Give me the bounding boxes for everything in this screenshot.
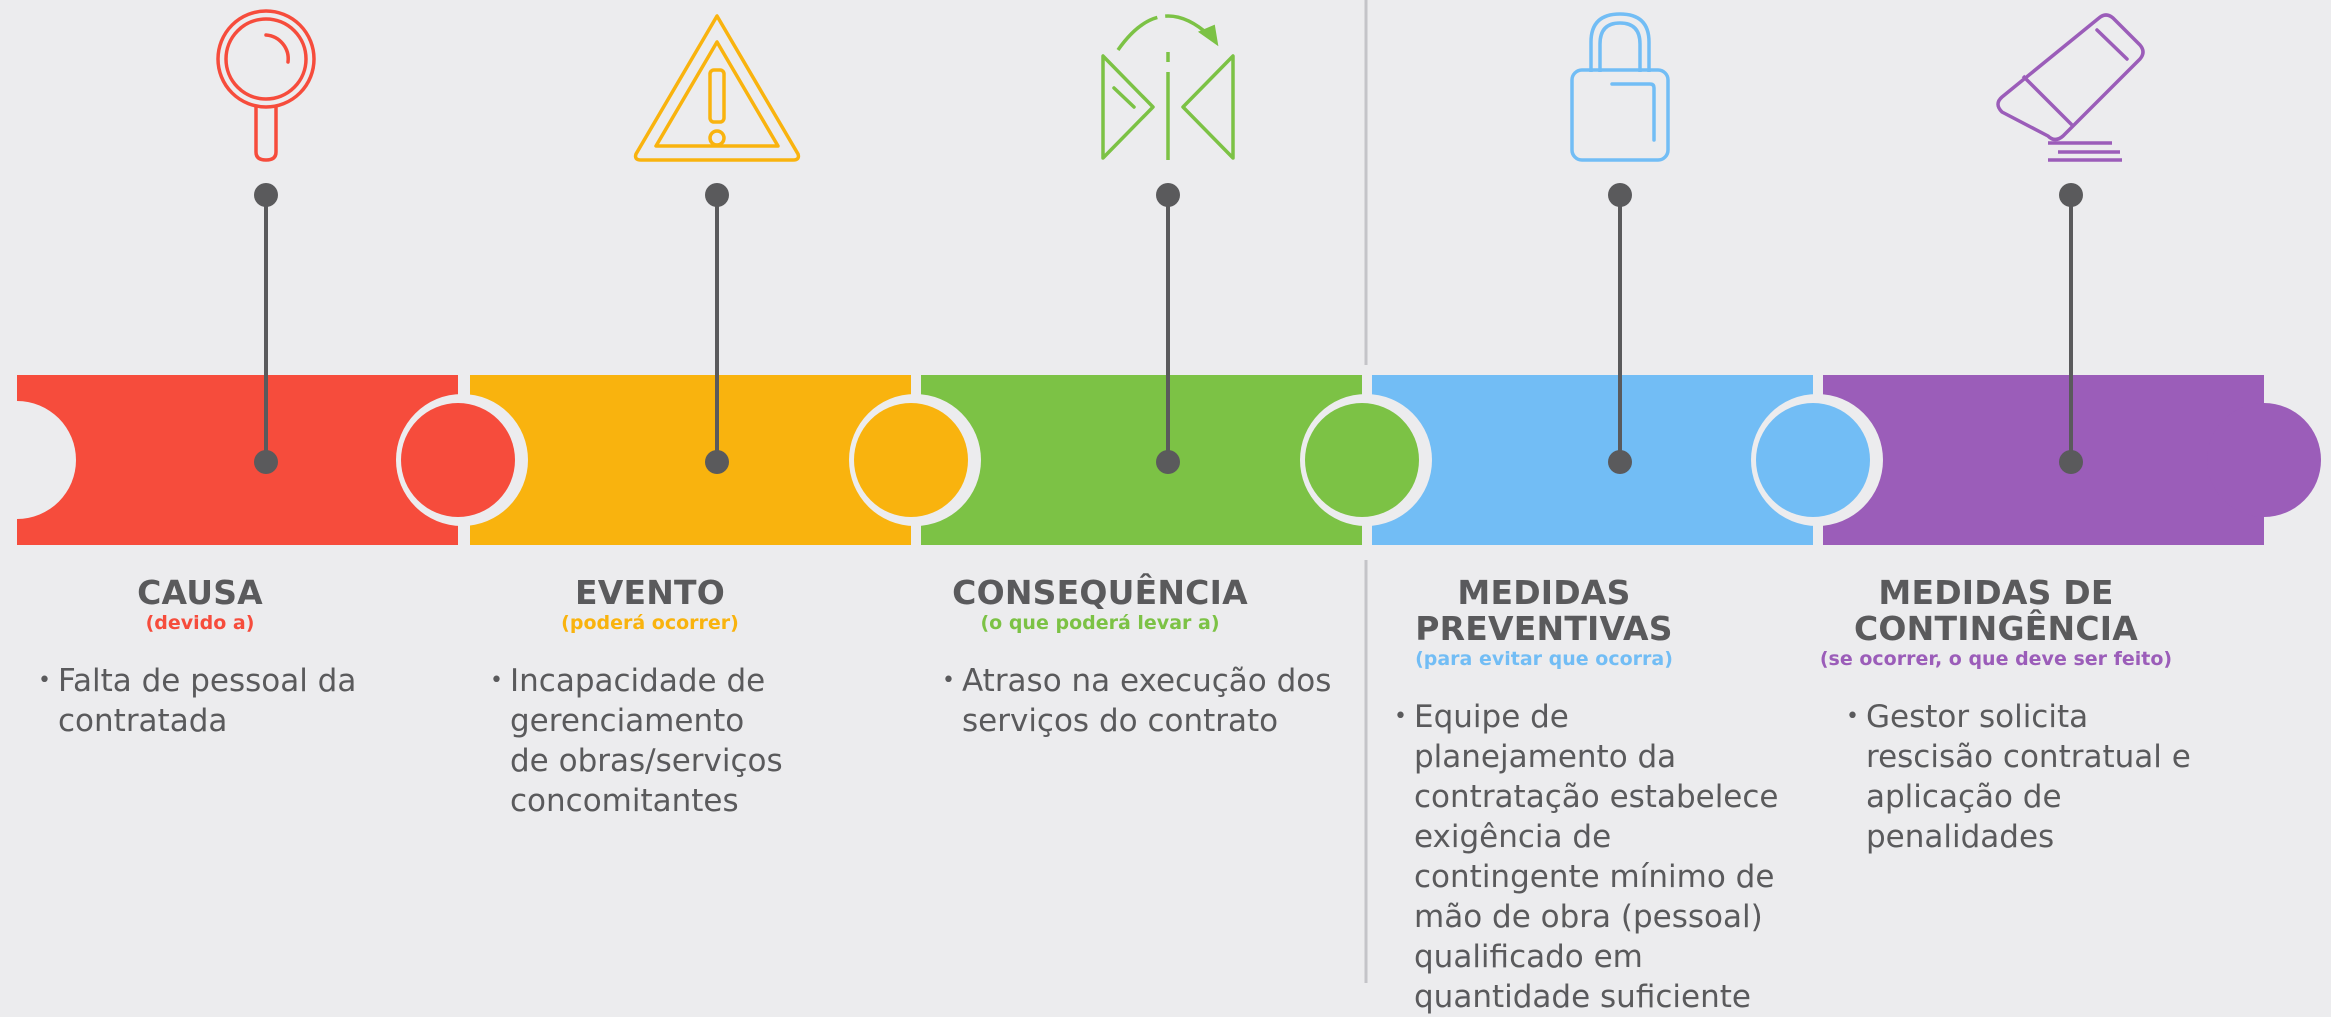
pin-base <box>705 450 729 474</box>
stage-items: Gestor solicita rescisão contratual e ap… <box>1846 697 2206 857</box>
eraser-icon <box>1996 13 2145 162</box>
pin-base <box>1156 450 1180 474</box>
list-item: Gestor solicita rescisão contratual e ap… <box>1846 697 2206 857</box>
stage-subtitle: (poderá ocorrer) <box>561 612 739 634</box>
padlock-icon <box>1570 12 1670 162</box>
segment-causa <box>17 375 458 545</box>
magnifier-icon <box>216 9 316 162</box>
segment-tab <box>401 403 515 517</box>
pin-head <box>2059 183 2083 207</box>
segment-tab <box>854 403 968 517</box>
stage-subtitle: (o que poderá levar a) <box>980 612 1220 634</box>
segment-consequencia <box>921 375 1362 545</box>
risk-timeline-diagram: CAUSA (devido a) Falta de pessoal da con… <box>0 0 2331 983</box>
stage-title: CONSEQUÊNCIA <box>952 573 1248 612</box>
stage-subtitle: (se ocorrer, o que deve ser feito) <box>1819 648 2173 670</box>
pin-base <box>2059 450 2083 474</box>
stage-evento-text: EVENTO (poderá ocorrer) Incapacidade de … <box>490 575 890 821</box>
pin-head <box>254 183 278 207</box>
stage-subtitle: (para evitar que ocorra) <box>1415 648 1673 670</box>
stage-causa-text: CAUSA (devido a) Falta de pessoal da con… <box>38 575 438 741</box>
stage-title: CAUSA <box>137 573 263 612</box>
stage-medidas-preventivas-text: MEDIDAS PREVENTIVAS (para evitar que oco… <box>1394 575 1794 1017</box>
stage-items: Atraso na execução dos serviços do contr… <box>942 661 1332 741</box>
segment-evento <box>470 375 911 545</box>
warning-triangle-icon <box>633 14 801 162</box>
stage-consequencia-text: CONSEQUÊNCIA (o que poderá levar a) Atra… <box>942 575 1342 741</box>
flip-arrow-icon <box>1101 14 1235 160</box>
segment-tab <box>1756 403 1870 517</box>
segment-medidas-preventivas <box>1372 375 1813 545</box>
stage-items: Falta de pessoal da contratada <box>38 661 368 741</box>
segment-medidas-contingencia <box>1823 375 2264 545</box>
list-item: Falta de pessoal da contratada <box>38 661 368 741</box>
list-item: Incapacidade de gerenciamento de obras/s… <box>490 661 790 821</box>
stage-items: Equipe de planejamento da contratação es… <box>1394 697 1784 1017</box>
pin-base <box>254 450 278 474</box>
stage-medidas-contingencia-text: MEDIDAS DE CONTINGÊNCIA (se ocorrer, o q… <box>1820 573 2246 857</box>
stage-items: Incapacidade de gerenciamento de obras/s… <box>490 661 790 821</box>
list-item: Equipe de planejamento da contratação es… <box>1394 697 1784 1017</box>
stage-subtitle: (devido a) <box>145 612 255 634</box>
pin-head <box>1156 183 1180 207</box>
segment-notch <box>0 401 76 519</box>
timeline-graphic <box>0 0 2321 983</box>
stage-title: MEDIDAS DE CONTINGÊNCIA <box>1854 573 2138 648</box>
stage-title: MEDIDAS PREVENTIVAS <box>1415 573 1673 648</box>
pin-head <box>1608 183 1632 207</box>
segment-tab <box>1305 403 1419 517</box>
pin-base <box>1608 450 1632 474</box>
pin-head <box>705 183 729 207</box>
stage-title: EVENTO <box>574 573 725 612</box>
segment-tab <box>2207 403 2321 517</box>
list-item: Atraso na execução dos serviços do contr… <box>942 661 1332 741</box>
